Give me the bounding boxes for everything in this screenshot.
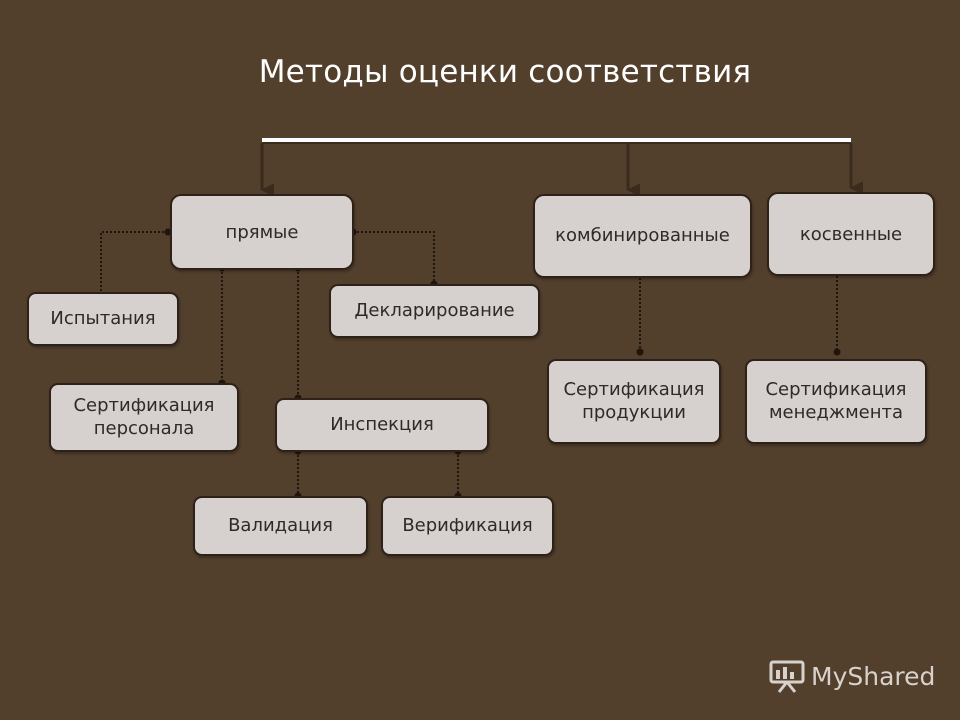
category-indirect: косвенные xyxy=(767,192,935,276)
diagram-title: Методы оценки соответствия xyxy=(258,54,752,90)
category-direct: прямые xyxy=(170,194,354,270)
method-management-certification: Сертификация менеджмента xyxy=(745,359,927,444)
method-personnel-certification: Сертификация персонала xyxy=(49,383,239,452)
method-validation: Валидация xyxy=(193,496,368,556)
method-product-certification: Сертификация продукции xyxy=(547,359,721,444)
method-declaration: Декларирование xyxy=(329,284,540,338)
link-declaration xyxy=(353,231,435,284)
presentation-board-icon xyxy=(769,660,805,693)
method-verification: Верификация xyxy=(381,496,554,556)
method-inspection: Инспекция xyxy=(275,398,489,452)
category-combined: комбинированные xyxy=(533,194,752,278)
link-testing xyxy=(100,231,168,292)
watermark: MyShared xyxy=(768,656,935,696)
watermark-text: MyShared xyxy=(811,661,936,691)
method-testing: Испытания xyxy=(27,292,179,346)
